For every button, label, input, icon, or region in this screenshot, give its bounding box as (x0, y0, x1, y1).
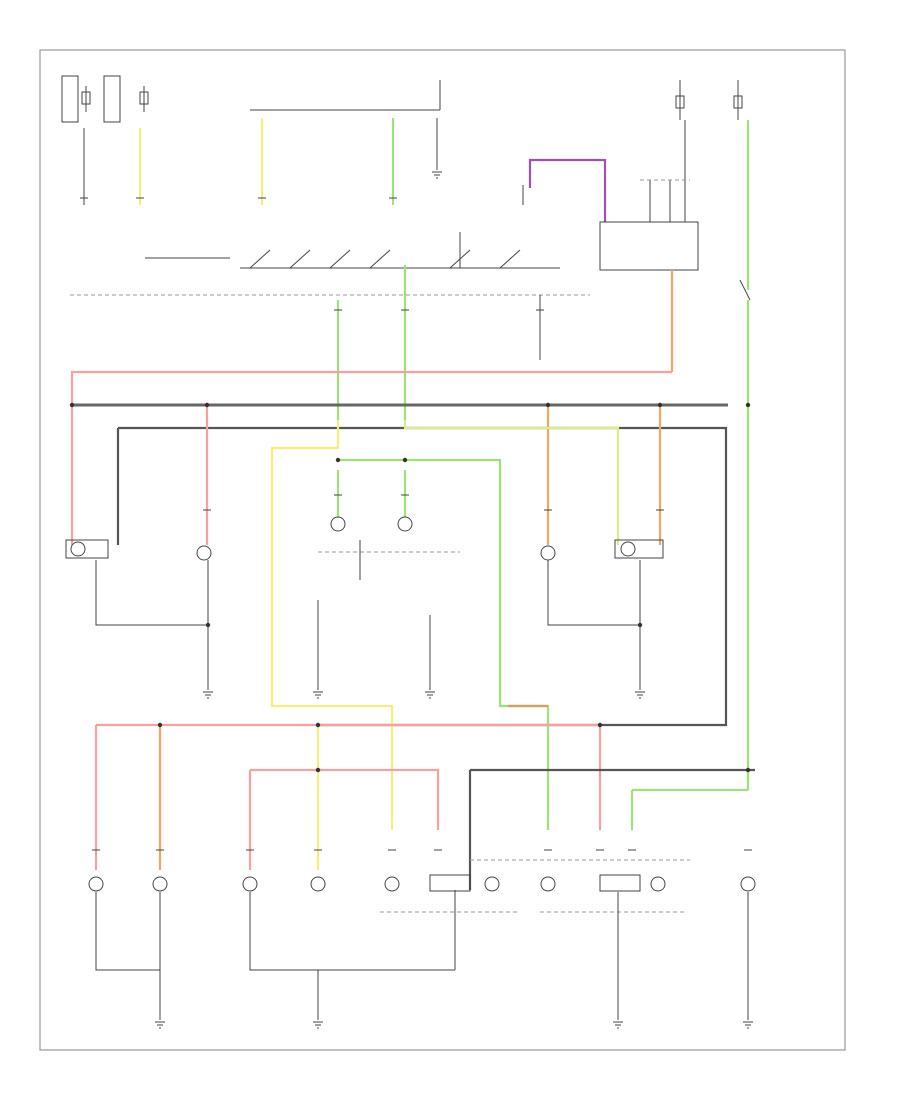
switch-icon (249, 249, 521, 269)
fuse-block-left (61, 75, 149, 123)
switch-row (145, 232, 560, 269)
ground-icon (203, 691, 645, 699)
relay-box (599, 221, 699, 271)
lamp-icon (88, 874, 756, 892)
ground-icon (432, 171, 442, 179)
junction-dots (69, 402, 751, 773)
fuse-icon (81, 91, 91, 105)
connector-icon (80, 197, 752, 851)
fuse-block-right (675, 80, 743, 120)
fuse-icon (675, 95, 685, 109)
lamp-icon (65, 516, 664, 561)
fuse-icon (139, 91, 149, 105)
fuse-icon (733, 95, 743, 109)
ground-icon (155, 1021, 753, 1029)
diagram-frame (39, 49, 846, 1051)
